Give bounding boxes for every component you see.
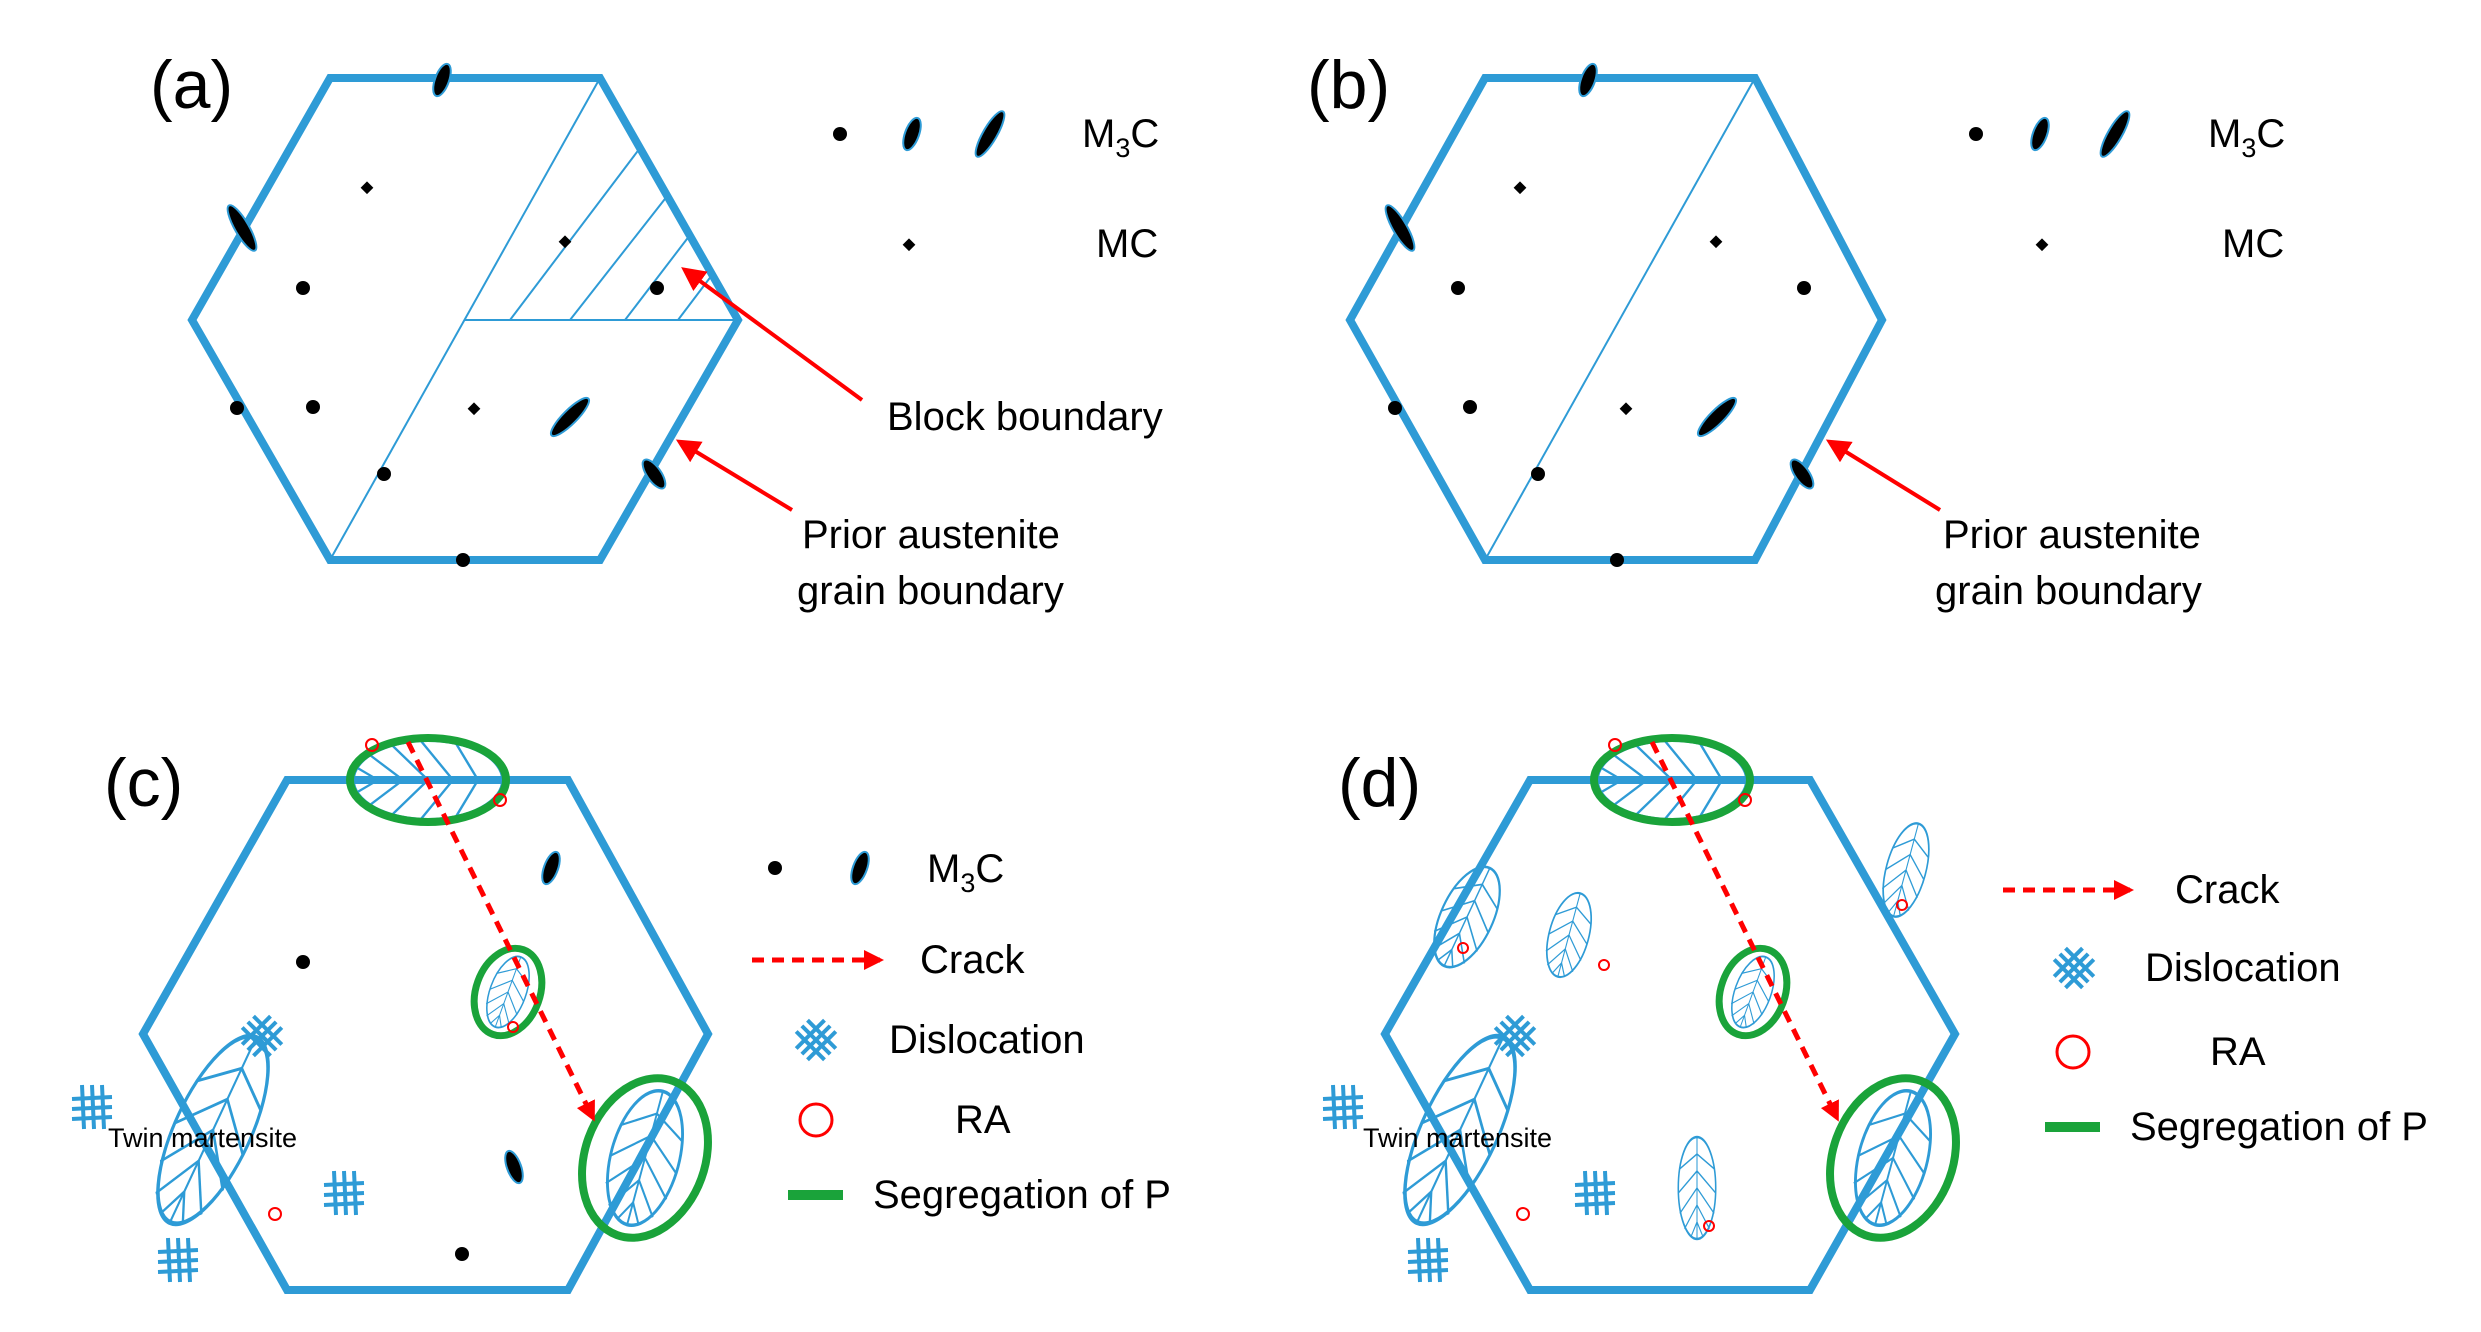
- panel-d-lath: [1677, 1135, 1717, 1241]
- panel-a-legend-m3c: M3C: [1082, 112, 1159, 163]
- panel-c-legend-segregation: Segregation of P: [873, 1173, 1171, 1217]
- panel-a-block-boundary-label: Block boundary: [887, 395, 1163, 439]
- panel-a-legend-mc: MC: [1096, 222, 1158, 266]
- panel-a-pag-label-2: grain boundary: [797, 569, 1064, 613]
- panel-d-legend: Crack Dislocation RA Segregation of P: [2003, 868, 2428, 1149]
- panel-d-lath: [1537, 887, 1601, 983]
- panel-a-legend: M3C MC: [833, 110, 1159, 266]
- panel-c-legend-ra: RA: [955, 1098, 1011, 1142]
- panel-c-label: (c): [104, 745, 183, 821]
- panel-d-legend-segregation: Segregation of P: [2130, 1105, 2428, 1149]
- panel-c-segregation-top: [346, 734, 510, 826]
- panel-a-block-boundary-arrow: [681, 267, 864, 402]
- panel-a-carbides: [226, 62, 667, 567]
- panel-d-segregation-mid: [1715, 944, 1791, 1040]
- panel-b-pag-label-1: Prior austenite: [1943, 513, 2201, 557]
- panel-b-block-line: [1484, 77, 1756, 561]
- panel-c-dislocation: [322, 1169, 366, 1217]
- panel-c-legend-dislocation: Dislocation: [889, 1018, 1085, 1062]
- panel-d-right-lath: [1826, 1074, 1960, 1242]
- panel-c-grain-boundary: [138, 776, 713, 1294]
- panel-d-dislocation: [1406, 1236, 1450, 1284]
- panel-b-grain-boundary: [1345, 74, 1887, 564]
- panel-c-legend-crack: Crack: [920, 938, 1025, 982]
- panel-d-middle-lath: [1715, 944, 1791, 1040]
- panel-c-twin-martensite: Twin martensite: [108, 1022, 297, 1239]
- panel-d-lath: [1419, 855, 1515, 979]
- panel-b-legend-mc: MC: [2222, 222, 2284, 266]
- panel-d-dislocation: [1573, 1169, 1617, 1217]
- panel-b-carbides: [1384, 62, 1815, 567]
- panel-c-segregation-right: [578, 1074, 712, 1242]
- panel-d: (d) Twin martensite: [1321, 734, 2428, 1294]
- panel-c-dislocation: [70, 1083, 114, 1131]
- panel-d-twin-label: Twin martensite: [1363, 1123, 1552, 1153]
- panel-a-block-lines: [329, 77, 738, 561]
- panel-c-twin-label: Twin martensite: [108, 1123, 297, 1153]
- panel-c-right-lath: [578, 1074, 712, 1242]
- panel-d-segregation-right: [1826, 1074, 1960, 1242]
- panel-d-legend-dislocation: Dislocation: [2145, 946, 2341, 990]
- panel-d-legend-ra: RA: [2210, 1030, 2266, 1074]
- panel-c-crack: [405, 740, 596, 1122]
- panel-c-middle-lath: [470, 944, 546, 1040]
- panel-d-grain-boundary: [1380, 776, 1960, 1294]
- panel-c-carbides: [296, 850, 561, 1261]
- panel-c-legend: M3C Crack Dislocation RA Segregation of …: [752, 847, 1171, 1217]
- panel-b-pag-label-2: grain boundary: [1935, 569, 2202, 613]
- panel-a-pag-label-1: Prior austenite: [802, 513, 1060, 557]
- panel-a-label: (a): [150, 47, 233, 123]
- panel-d-legend-crack: Crack: [2175, 868, 2280, 912]
- panel-c-legend-m3c: M3C: [927, 847, 1004, 898]
- panel-b: (b) Prior austenite grain boundary M3C: [1307, 47, 2285, 613]
- panel-d-crack: [1649, 740, 1840, 1122]
- panel-b-legend-m3c: M3C: [2208, 112, 2285, 163]
- panel-b-pag-arrow: [1825, 439, 1942, 512]
- panel-d-top-lath: [1590, 734, 1754, 826]
- panel-c: (c) Twin martensite: [70, 734, 1171, 1294]
- panel-d-label: (d): [1338, 745, 1421, 821]
- panel-b-label: (b): [1307, 47, 1390, 123]
- panel-b-legend: M3C MC: [1969, 110, 2285, 266]
- panel-c-top-lath: [346, 734, 510, 826]
- panel-a: (a) Block bou: [150, 47, 1163, 613]
- panel-d-segregation-top: [1590, 734, 1754, 826]
- panel-a-pag-arrow: [675, 439, 794, 512]
- panel-d-twin-martensite: Twin martensite: [1363, 1022, 1552, 1239]
- panel-d-dislocation: [1321, 1083, 1365, 1131]
- panel-c-dislocation: [156, 1236, 200, 1284]
